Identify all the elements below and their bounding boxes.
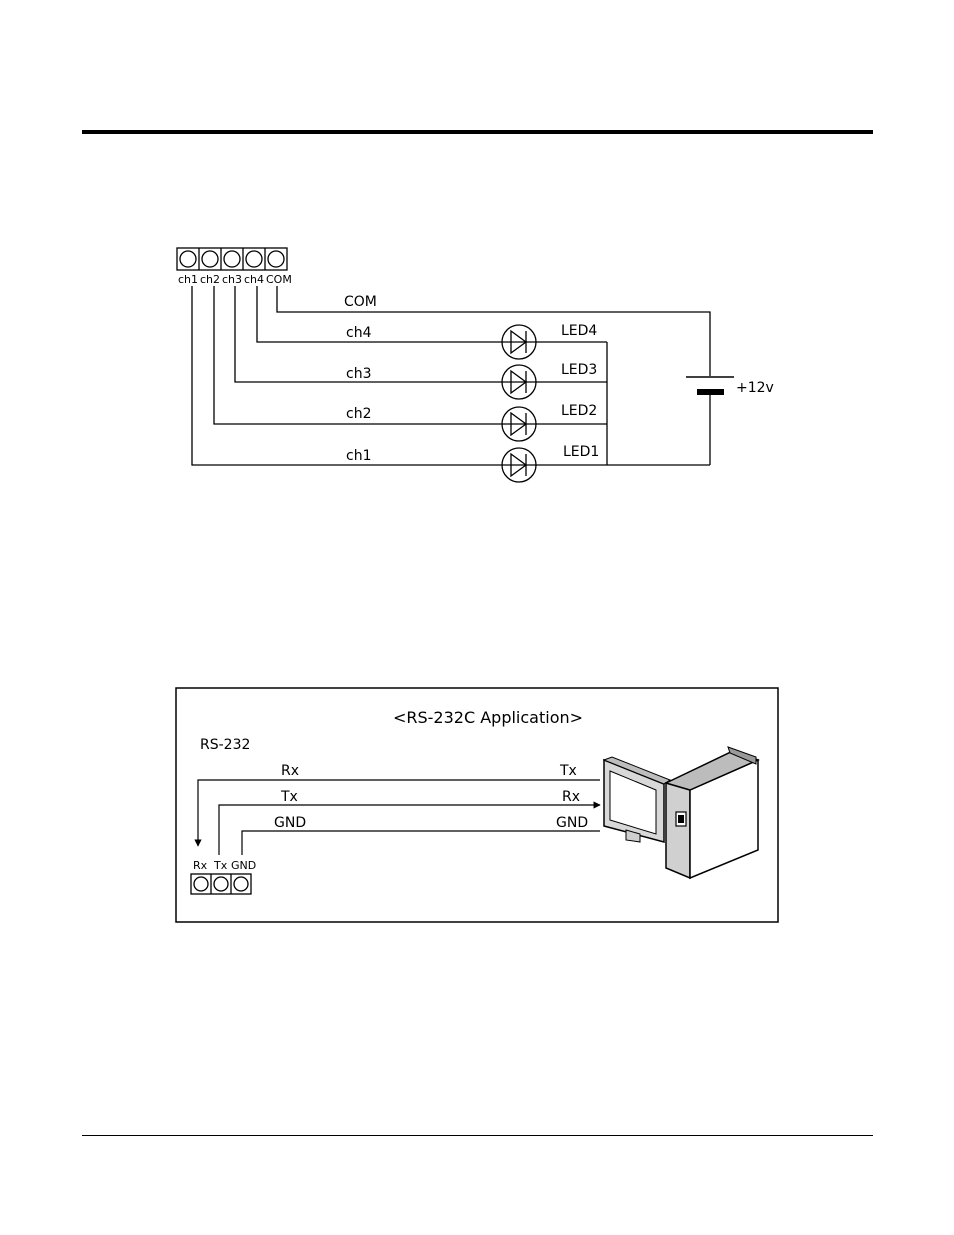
terminal-label-tx: Tx xyxy=(213,859,228,872)
led-1 xyxy=(502,448,536,482)
led-diagram-labels: ch1 ch2 ch3 ch4 COM COM ch4 ch3 ch2 ch1 … xyxy=(178,273,774,464)
terminal-block-3pin xyxy=(191,874,251,894)
signal-line-rx xyxy=(198,780,600,846)
right-signal-tx: Tx xyxy=(559,763,577,779)
wire-label-ch4: ch4 xyxy=(346,325,372,341)
wire-label-ch2: ch2 xyxy=(346,406,371,422)
wire-label-ch1: ch1 xyxy=(346,448,371,464)
battery-symbol xyxy=(686,377,734,465)
terminal-block-5pin xyxy=(177,248,287,270)
wire-com xyxy=(277,286,710,376)
led-4 xyxy=(502,325,536,359)
footer-rule xyxy=(82,1135,873,1136)
wire-label-com: COM xyxy=(344,294,377,310)
terminal-label-ch1: ch1 xyxy=(178,273,198,286)
signal-line-gnd xyxy=(242,831,600,855)
terminal-label-ch3: ch3 xyxy=(222,273,242,286)
led-label-2: LED2 xyxy=(561,403,597,419)
rs232-port-label: RS-232 xyxy=(200,737,250,753)
wire-ch4 xyxy=(257,286,502,342)
right-signal-gnd: GND xyxy=(556,815,588,831)
left-signal-tx: Tx xyxy=(280,789,298,805)
led-3 xyxy=(502,365,536,399)
terminal-label-gnd: GND xyxy=(231,859,256,872)
rs232-title: <RS-232C Application> xyxy=(393,708,583,727)
terminal-label-ch2: ch2 xyxy=(200,273,220,286)
left-signal-rx: Rx xyxy=(281,763,299,779)
battery-label: +12v xyxy=(736,380,774,396)
led-label-4: LED4 xyxy=(561,323,597,339)
terminal-label-com: COM xyxy=(266,273,292,286)
terminal-label-rx: Rx xyxy=(193,859,208,872)
led-label-3: LED3 xyxy=(561,362,597,378)
led-label-1: LED1 xyxy=(563,444,599,460)
wire-label-ch3: ch3 xyxy=(346,366,371,382)
right-signal-rx: Rx xyxy=(562,789,580,805)
terminal-label-ch4: ch4 xyxy=(244,273,264,286)
led-2 xyxy=(502,407,536,441)
rs232-diagram: <RS-232C Application> RS-232 Rx Tx GND T… xyxy=(176,688,778,922)
left-signal-gnd: GND xyxy=(274,815,306,831)
computer-icon xyxy=(604,747,758,878)
